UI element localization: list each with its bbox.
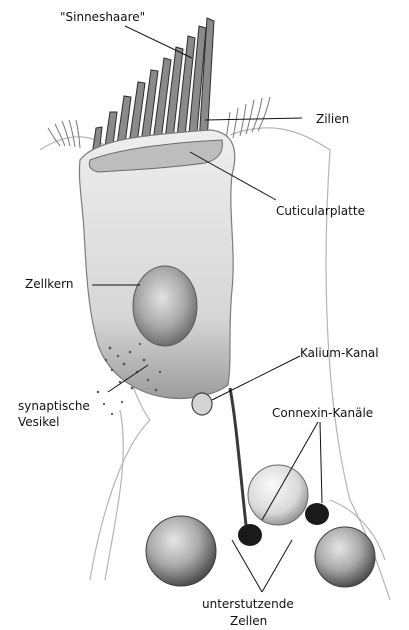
label-vesikel: Vesikel [18,415,59,429]
label-zilien: Zilien [316,112,349,126]
label-unterstutzende: unterstutzende [202,597,294,611]
supporting-cell-right [315,527,375,587]
label-cuticularplatte: Cuticularplatte [276,204,365,218]
connexin-channel-right [305,503,329,525]
supporting-cell-center [248,465,308,525]
label-kalium-kanal: Kalium-Kanal [300,346,379,360]
connexin-channel-left [238,524,262,546]
supporting-cell-left [146,516,216,586]
label-sinneshaare: "Sinneshaare" [60,10,145,24]
nucleus [133,266,197,346]
label-zellen: Zellen [230,614,267,628]
nerve-fiber [230,388,246,525]
label-connexin-kanaele: Connexin-Kanäle [272,406,373,420]
label-zellkern: Zellkern [25,277,74,291]
potassium-channel [192,393,212,415]
label-synaptische: synaptische [18,399,90,413]
